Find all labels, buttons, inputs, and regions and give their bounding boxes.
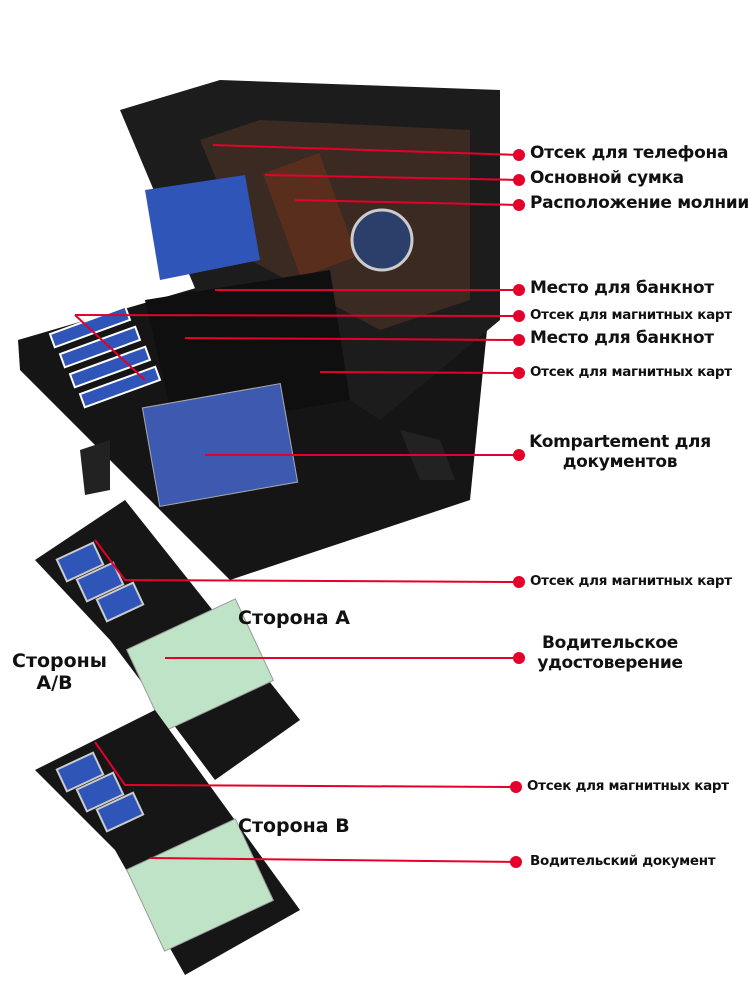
callout-driver-document: Водительский документ: [530, 853, 716, 869]
callout-phone-compartment: Отсек для телефона: [530, 143, 729, 163]
callout-document-compartment: Kompartement для документов: [525, 432, 715, 472]
sides-label-line-1: Стороны: [12, 650, 107, 672]
callout-card-slot-side-b: Отсек для магнитных карт: [527, 778, 729, 794]
main-wallet: [18, 80, 500, 580]
callout-lines: [74, 144, 525, 868]
callout-driver-license: Водительское удостоверение: [525, 633, 695, 673]
card-holder-side-a: [35, 500, 300, 780]
sides-ab-label: Стороны A/B: [12, 650, 107, 694]
callout-line-2: документов: [562, 452, 678, 472]
sides-label-line-2: A/B: [36, 672, 73, 694]
callout-zipper-location: Расположение молнии: [530, 193, 750, 213]
callout-main-compartment: Основной сумка: [530, 168, 684, 188]
callout-line-2: удостоверение: [537, 653, 683, 673]
card-holder-side-b: [35, 710, 300, 975]
callout-banknote-slot-1: Место для банкнот: [530, 278, 714, 298]
callout-card-slot-side-a: Отсек для магнитных карт: [530, 573, 732, 589]
side-b-label: Сторона B: [238, 815, 350, 837]
callout-line-1: Kompartement для: [529, 432, 711, 452]
callout-card-slot-1: Отсек для магнитных карт: [530, 307, 732, 323]
callout-card-slot-2: Отсек для магнитных карт: [530, 364, 732, 380]
callout-banknote-slot-2: Место для банкнот: [530, 328, 714, 348]
side-a-label: Сторона A: [238, 607, 350, 629]
callout-line-1: Водительское: [541, 633, 679, 653]
